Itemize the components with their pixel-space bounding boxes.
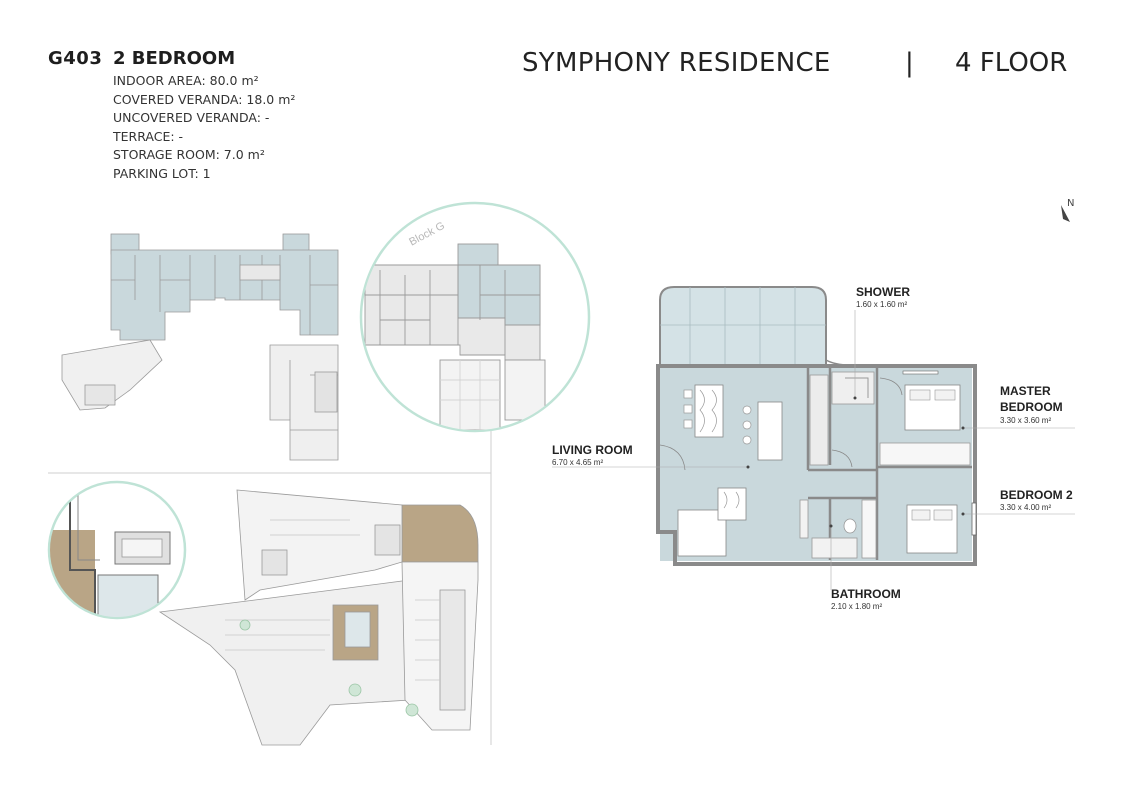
unit-type: 2 BEDROOM — [113, 48, 236, 69]
room-bedroom2-name: BEDROOM 2 — [1000, 488, 1073, 502]
room-master-name-2: BEDROOM — [1000, 400, 1063, 414]
spec-terrace: TERRACE: - — [113, 128, 184, 144]
unit-specs: INDOOR AREA: 80.0 m² COVERED VERANDA: 18… — [113, 72, 295, 184]
compass-arrow-icon — [1061, 205, 1070, 222]
unit-code: G403 — [48, 48, 103, 69]
room-living-name: LIVING ROOM — [552, 443, 633, 457]
header-separator: | — [905, 48, 914, 78]
spec-storage-room: STORAGE ROOM: 7.0 m² — [113, 147, 265, 163]
project-title: SYMPHONY RESIDENCE — [522, 48, 831, 78]
room-master-size: 3.30 x 3.60 m² — [1000, 416, 1052, 425]
floor-label: 4 FLOOR — [955, 48, 1068, 78]
room-shower-size: 1.60 x 1.60 m² — [856, 300, 908, 309]
site-zoom — [47, 480, 187, 620]
block-zoom — [359, 201, 591, 433]
spec-covered-veranda: COVERED VERANDA: 18.0 m² — [113, 91, 296, 107]
room-bathroom-name: BATHROOM — [831, 587, 901, 601]
room-bathroom-size: 2.10 x 1.80 m² — [831, 602, 883, 611]
room-bedroom2-size: 3.30 x 4.00 m² — [1000, 503, 1052, 512]
apartment-plan — [552, 286, 1075, 590]
block-plan — [61, 233, 339, 461]
spec-indoor-area: INDOOR AREA: 80.0 m² — [113, 73, 259, 88]
compass-label: N — [1067, 198, 1075, 209]
spec-uncovered-veranda: UNCOVERED VERANDA: - — [113, 110, 270, 126]
room-living-size: 6.70 x 4.65 m² — [552, 458, 604, 467]
spec-parking-lot: PARKING LOT: 1 — [113, 165, 211, 181]
site-plan — [158, 489, 479, 746]
room-master-name-1: MASTER — [1000, 384, 1051, 398]
room-shower-name: SHOWER — [856, 285, 910, 299]
